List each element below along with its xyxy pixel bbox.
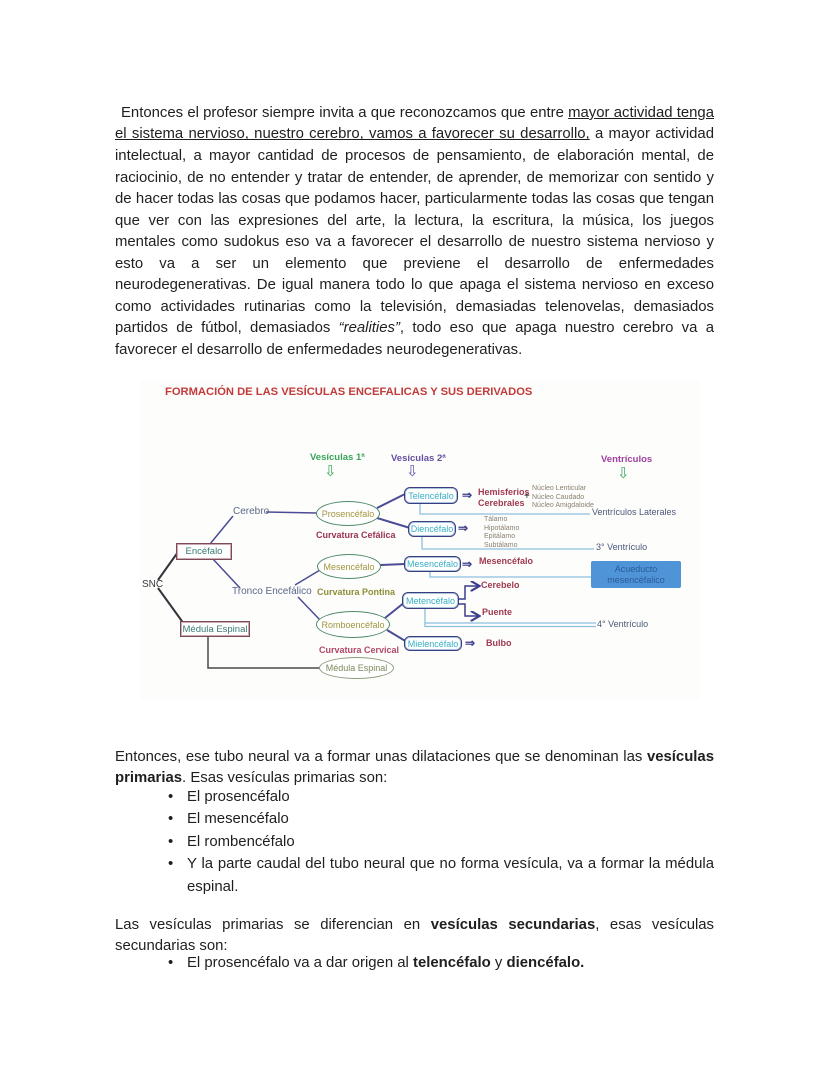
double-arrow-icon: ⇒ bbox=[465, 636, 476, 650]
p1-mid: a mayor actividad intelectual, a mayor c… bbox=[115, 126, 714, 337]
primary-vesicles-list: •El prosencéfalo •El mesencéfalo •El rom… bbox=[115, 786, 714, 898]
p1-end: , todo eso que apaga nuestro cerebro va … bbox=[115, 320, 714, 358]
column-ventriculos: Ventrículos bbox=[601, 454, 653, 465]
bullet-icon: • bbox=[168, 833, 174, 850]
node-tronco-encefalico: Tronco Encefálico bbox=[232, 586, 312, 597]
label-curvatura-cefalica: Curvatura Cefálica bbox=[316, 530, 396, 540]
column-vesiculas-2: Vesículas 2ª bbox=[391, 453, 446, 464]
node-romboencefalo: Romboencéfalo bbox=[316, 611, 390, 638]
list-item: •El prosencéfalo bbox=[115, 786, 714, 808]
node-mesencefalo-oval: Mesencéfalo bbox=[317, 554, 381, 579]
label-mesencefalo-derivado: Mesencéfalo bbox=[479, 556, 534, 566]
down-arrow-icon: ⇩ bbox=[617, 465, 630, 482]
label-curvatura-cervical: Curvatura Cervical bbox=[319, 645, 400, 655]
node-snc: SNC bbox=[142, 579, 164, 590]
paragraph-tubo-neural: Entonces, ese tubo neural va a formar un… bbox=[115, 748, 714, 787]
double-arrow-icon: ⇒ bbox=[458, 521, 469, 535]
label-puente: Puente bbox=[482, 607, 513, 617]
label-bulbo: Bulbo bbox=[486, 638, 512, 648]
node-mesencefalo-box: Mesencéfalo bbox=[404, 556, 461, 572]
label-ventriculos-laterales: Ventrículos Laterales bbox=[592, 507, 677, 517]
plus-icon: + bbox=[524, 491, 530, 502]
list-item: •El prosencéfalo va a dar origen al tele… bbox=[115, 952, 714, 974]
label-nucleos: Núcleo Lenticular Núcleo Caudado Núcleo … bbox=[532, 485, 594, 509]
node-cerebro: Cerebro bbox=[233, 506, 270, 517]
label-cerebelo: Cerebelo bbox=[481, 580, 520, 590]
label-tercer-ventriculo: 3° Ventrículo bbox=[596, 542, 648, 552]
column-vesiculas-1: Vesículas 1ª bbox=[310, 452, 365, 463]
bullet-icon: • bbox=[168, 789, 174, 805]
node-diencefalo: Diencéfalo bbox=[408, 521, 456, 537]
node-prosencefalo: Prosencéfalo bbox=[316, 501, 380, 526]
double-arrow-icon: ⇒ bbox=[462, 488, 473, 502]
paragraph-vesiculas-secundarias: Las vesículas primarias se diferencian e… bbox=[115, 916, 715, 955]
paragraph-intro: Entonces el profesor siempre invita a qu… bbox=[115, 103, 714, 362]
label-curvatura-pontina: Curvatura Pontina bbox=[317, 587, 396, 597]
label-acueducto-mesencefalico: Acueducto mesencéfalico bbox=[591, 561, 681, 588]
bullet-icon: • bbox=[168, 856, 174, 873]
p1-start: Entonces el profesor siempre invita a qu… bbox=[121, 104, 569, 121]
double-arrow-icon: ⇒ bbox=[462, 557, 473, 571]
node-medula-espinal-box: Médula Espinal bbox=[180, 621, 250, 637]
label-diencefalo-derivados: Tálamo Hipotálamo Epitálamo Subtálamo bbox=[484, 516, 520, 549]
bullet-icon: • bbox=[168, 955, 174, 971]
list-item: •Y la parte caudal del tubo neural que n… bbox=[115, 853, 714, 898]
list-item: •El rombencéfalo bbox=[115, 831, 714, 853]
down-arrow-icon: ⇩ bbox=[324, 463, 337, 480]
node-mielencefalo: Mielencéfalo bbox=[404, 636, 462, 651]
label-cuarto-ventriculo: 4° Ventrículo bbox=[597, 619, 649, 629]
node-metencefalo: Metencéfalo bbox=[402, 592, 459, 609]
brain-vesicles-diagram: FORMACIÓN DE LAS VESÍCULAS ENCEFALICAS Y… bbox=[140, 380, 700, 700]
diagram-title: FORMACIÓN DE LAS VESÍCULAS ENCEFALICAS Y… bbox=[165, 386, 533, 398]
node-encefalo: Encéfalo bbox=[176, 543, 232, 560]
down-arrow-icon: ⇩ bbox=[406, 463, 419, 480]
p1-italic: “realities” bbox=[338, 320, 400, 337]
secondary-vesicles-list: •El prosencéfalo va a dar origen al tele… bbox=[115, 952, 714, 974]
node-telencefalo: Telencéfalo bbox=[404, 487, 458, 504]
node-medula-espinal-oval: Médula Espinal bbox=[319, 657, 394, 679]
bullet-icon: • bbox=[168, 811, 174, 828]
diagram-connectors bbox=[157, 493, 596, 669]
p1-underlined: mayor actividad tenga el sistema nervios… bbox=[115, 104, 714, 143]
list-item: •El mesencéfalo bbox=[115, 808, 714, 830]
